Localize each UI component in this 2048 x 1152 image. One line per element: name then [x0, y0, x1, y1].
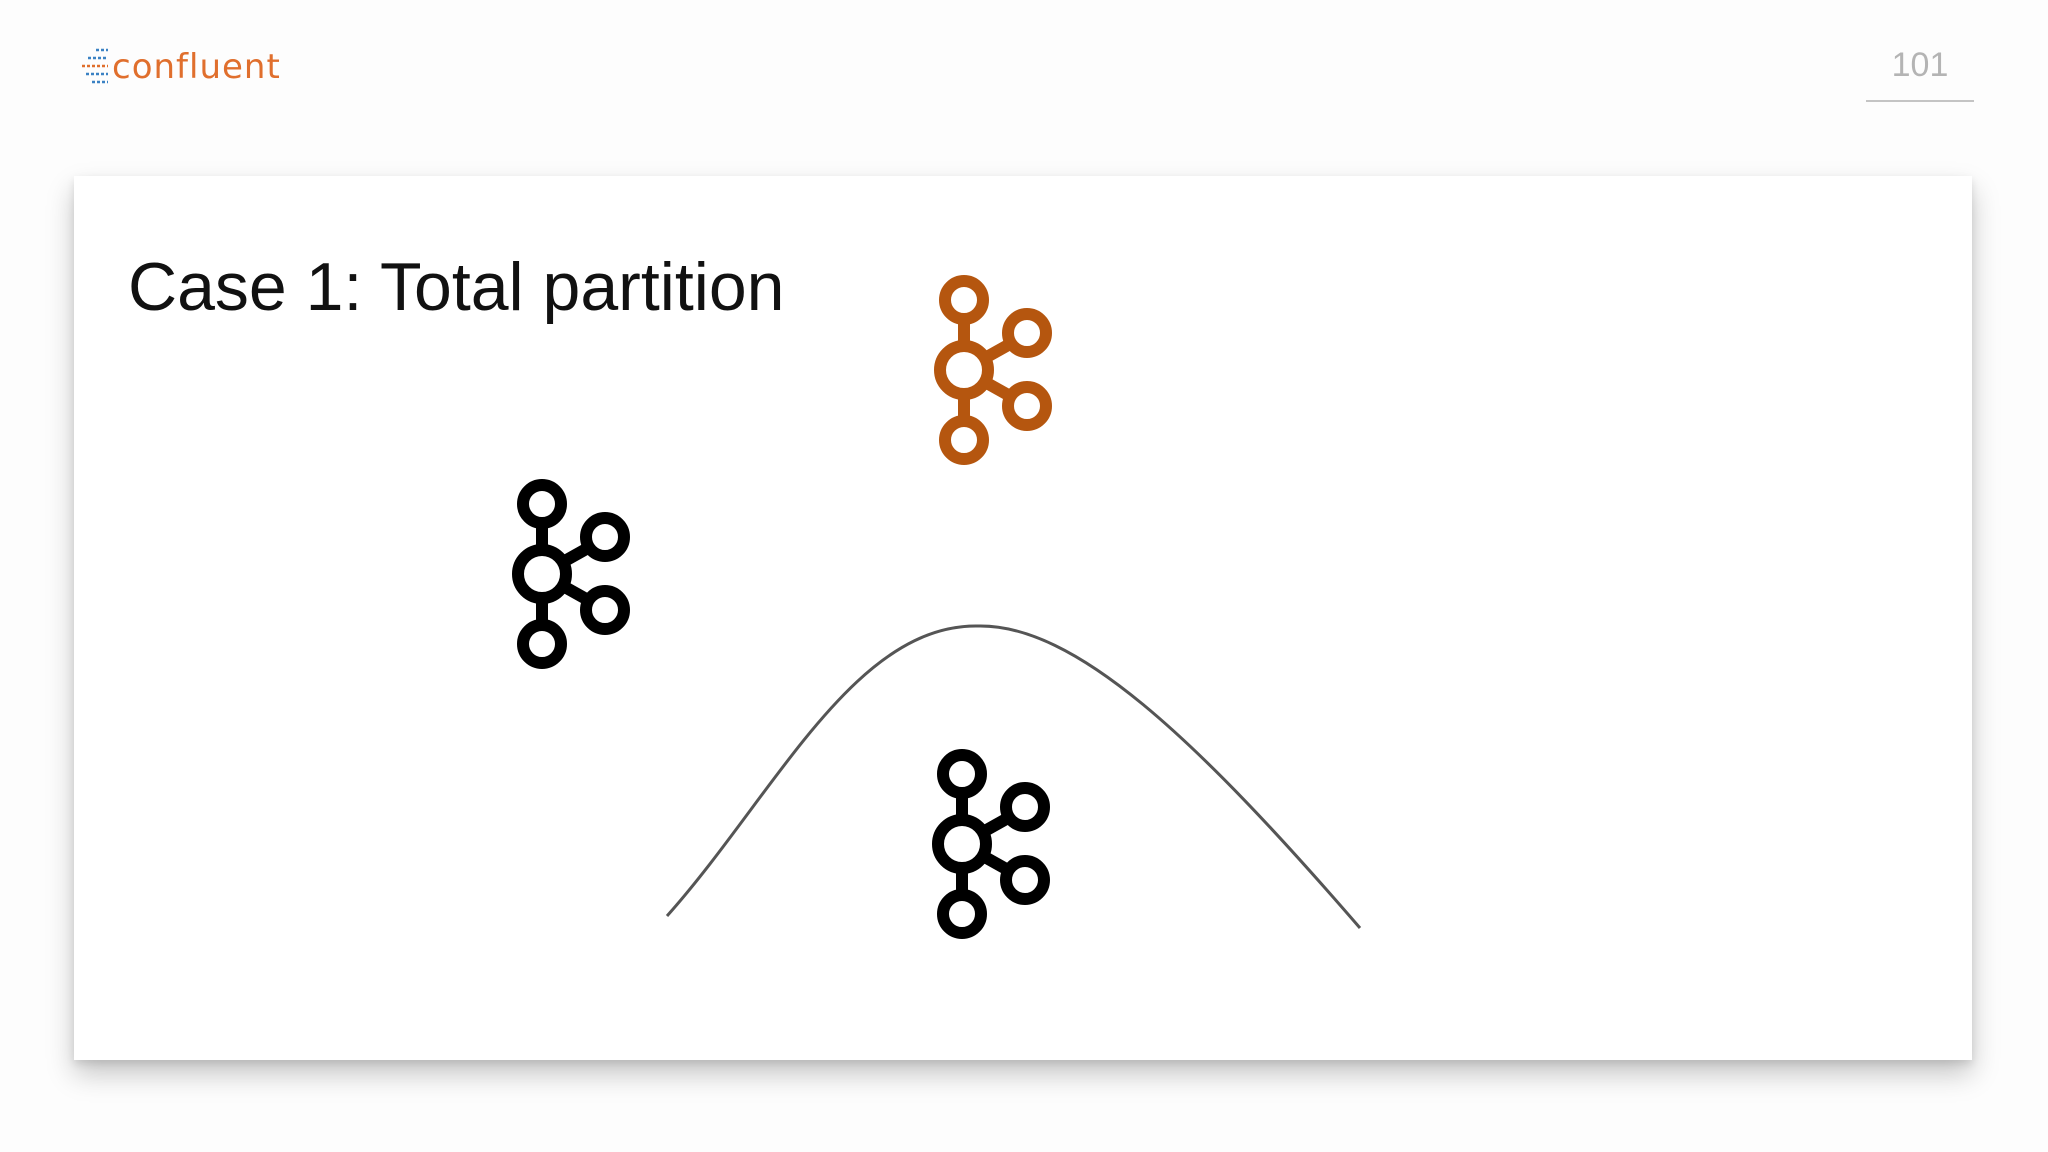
partition-diagram [74, 176, 1362, 1060]
confluent-mark-icon [82, 48, 108, 84]
kafka-logo-icon-bottom [938, 755, 1044, 933]
partition-curve [665, 624, 1362, 929]
slide-title: Case 1: Total partition [128, 249, 785, 325]
kafka-logo-icon-left [518, 485, 624, 663]
slide-number-underline [1866, 100, 1974, 102]
slide-number: 101 [1891, 46, 1949, 84]
logo-text: confluent [112, 47, 281, 87]
confluent-logo: confluent [80, 42, 281, 92]
kafka-logo-icon-highlighted [940, 281, 1046, 459]
slide-card: Case 1: Total partition [74, 176, 1972, 1060]
